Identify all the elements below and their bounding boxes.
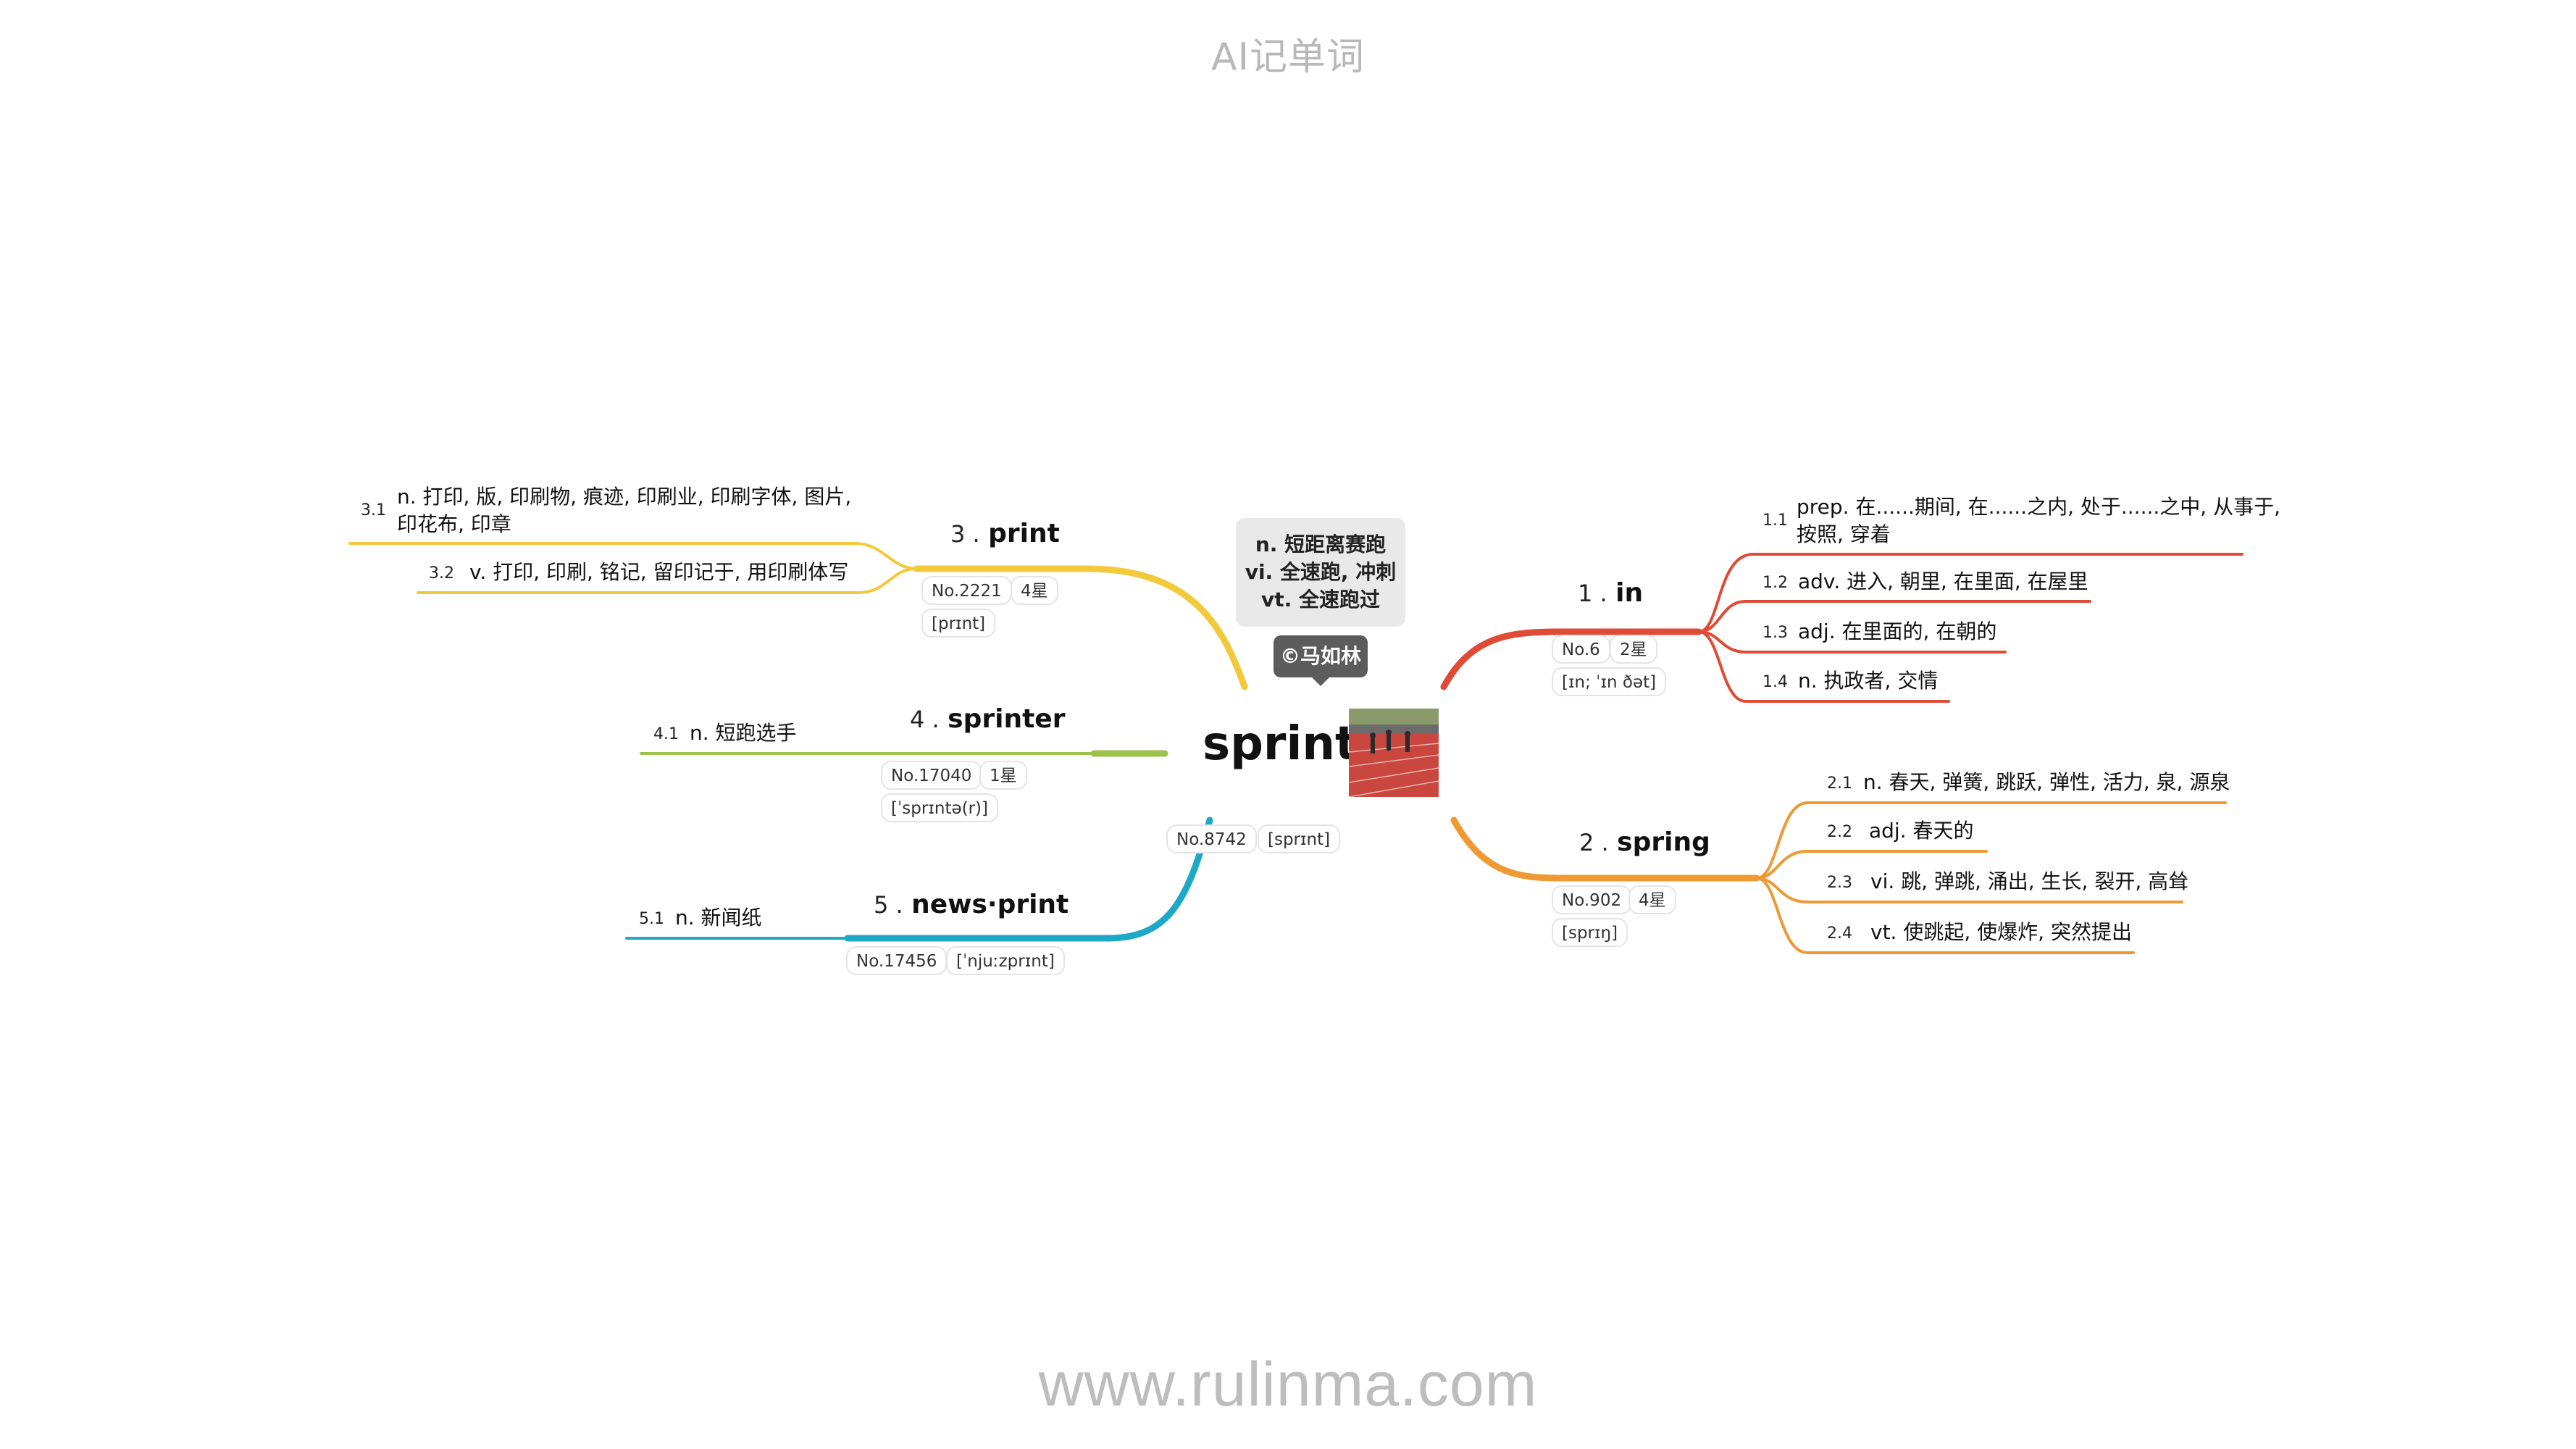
def-number: 1.3	[1762, 624, 1788, 642]
def-number: 3.2	[429, 564, 454, 582]
definition-text: vi. 跳, 弹跳, 涌出, 生长, 裂开, 高耸	[1870, 869, 2189, 893]
branch-word: sprinter	[948, 704, 1066, 734]
branch-number: 3 .	[950, 520, 980, 548]
connector-spring-2-2	[1755, 850, 1988, 880]
central-word[interactable]: sprint	[1203, 717, 1358, 771]
connector-print-3-1	[348, 542, 918, 570]
connector-newsprint-trunk	[844, 817, 1213, 942]
connector-print-trunk	[913, 565, 1248, 690]
branch-word: in	[1615, 578, 1644, 608]
definition-text: n. 执政者, 交情	[1798, 669, 1939, 693]
stars-badge: 4星	[1628, 885, 1676, 914]
definition-text: adj. 在里面的, 在朝的	[1798, 619, 1997, 643]
definition-text: prep. 在......期间, 在......之内, 处于......之中, …	[1797, 493, 2280, 548]
stars-badge: 4星	[1011, 576, 1058, 605]
def-number: 1.4	[1762, 673, 1788, 691]
connector-in-trunk	[1440, 628, 1702, 690]
connector-spring-2-4	[1755, 877, 2135, 954]
definition-text: n. 春天, 弹簧, 跳跃, 弹性, 活力, 泉, 源泉	[1863, 770, 2230, 794]
def-number: 5.1	[639, 910, 664, 928]
branch-word: news·print	[911, 890, 1069, 919]
branch-sprinter-title[interactable]: 4 . sprinter	[910, 704, 1065, 734]
connector-spring-2-3	[1755, 877, 2183, 903]
branch-newsprint-title[interactable]: 5 . news·print	[874, 890, 1069, 919]
rank-badge: No.6	[1552, 635, 1610, 664]
definition-text: n. 打印, 版, 印刷物, 痕迹, 印刷业, 印刷字体, 图片, 印花布, 印…	[397, 483, 851, 538]
definition-line: 按照, 穿着	[1797, 522, 1891, 546]
phonetic-badge: [ˈsprɪntə(r)]	[881, 793, 999, 822]
author-badge: ©马如林	[1274, 635, 1368, 686]
def-number: 1.2	[1762, 574, 1788, 592]
tooltip-line: vi. 全速跑, 冲刺	[1245, 560, 1397, 584]
branch-spring-title[interactable]: 2 . spring	[1579, 827, 1710, 857]
definition-text: n. 短跑选手	[690, 721, 797, 745]
phonetic-badge: [sprɪŋ]	[1552, 918, 1628, 947]
definition-text: v. 打印, 印刷, 铭记, 留印记于, 用印刷体写	[469, 560, 849, 584]
definition-line: 印花布, 印章	[397, 512, 511, 536]
branch-number: 1 .	[1578, 580, 1607, 607]
main-phonetic-badge: [sprɪnt]	[1258, 824, 1341, 853]
tooltip-line: vt. 全速跑过	[1260, 588, 1381, 611]
running-track-image	[1349, 709, 1439, 797]
rank-badge: No.17456	[846, 946, 948, 975]
definition-line: prep. 在......期间, 在......之内, 处于......之中, …	[1797, 495, 2280, 519]
rank-badge: No.2221	[921, 576, 1012, 605]
def-number: 2.1	[1827, 774, 1852, 793]
def-number: 2.2	[1827, 823, 1852, 841]
phonetic-badge: [ɪn; ˈɪn ðət]	[1552, 667, 1667, 696]
def-number: 3.1	[361, 501, 386, 519]
rank-badge: No.17040	[881, 761, 982, 790]
branch-number: 2 .	[1579, 829, 1609, 856]
website-footer[interactable]: www.rulinma.com	[1038, 1350, 1538, 1419]
connector-spring-2-1	[1755, 801, 2227, 880]
definition-tooltip: n. 短距离赛跑 vi. 全速跑, 冲刺 vt. 全速跑过	[1236, 518, 1405, 627]
branch-word: spring	[1617, 827, 1710, 857]
definition-line: n. 打印, 版, 印刷物, 痕迹, 印刷业, 印刷字体, 图片,	[397, 485, 852, 509]
rank-badge: No.902	[1552, 885, 1632, 914]
connector-print-3-2	[417, 567, 918, 594]
phonetic-badge: [prɪnt]	[921, 609, 996, 638]
connector-spring-trunk	[1450, 817, 1760, 882]
definition-text: adv. 进入, 朝里, 在里面, 在屋里	[1798, 569, 2088, 593]
def-number: 1.1	[1762, 511, 1788, 530]
def-number: 2.4	[1827, 924, 1852, 943]
main-rank-badge: No.8742	[1166, 824, 1257, 853]
definition-text: vt. 使跳起, 使爆炸, 突然提出	[1870, 920, 2132, 944]
def-number: 4.1	[653, 725, 679, 743]
connector-in-1-1	[1697, 553, 2243, 633]
branch-print-title[interactable]: 3 . print	[950, 519, 1060, 548]
branch-word: print	[988, 519, 1060, 548]
definition-text: n. 新闻纸	[675, 906, 762, 930]
connector-in-1-4	[1697, 630, 1950, 703]
branch-in-title[interactable]: 1 . in	[1578, 578, 1643, 608]
phonetic-badge: [ˈnjuːzprɪnt]	[946, 946, 1065, 975]
stars-badge: 2星	[1610, 635, 1657, 664]
connector-in-1-2	[1697, 600, 2091, 633]
def-number: 2.3	[1827, 874, 1852, 892]
definition-text: adj. 春天的	[1869, 819, 1974, 843]
page-title: AI记单词	[1211, 36, 1365, 79]
stars-badge: 1星	[979, 761, 1027, 790]
branch-number: 4 .	[910, 706, 940, 733]
tooltip-line: n. 短距离赛跑	[1255, 533, 1387, 556]
branch-number: 5 .	[874, 891, 903, 919]
